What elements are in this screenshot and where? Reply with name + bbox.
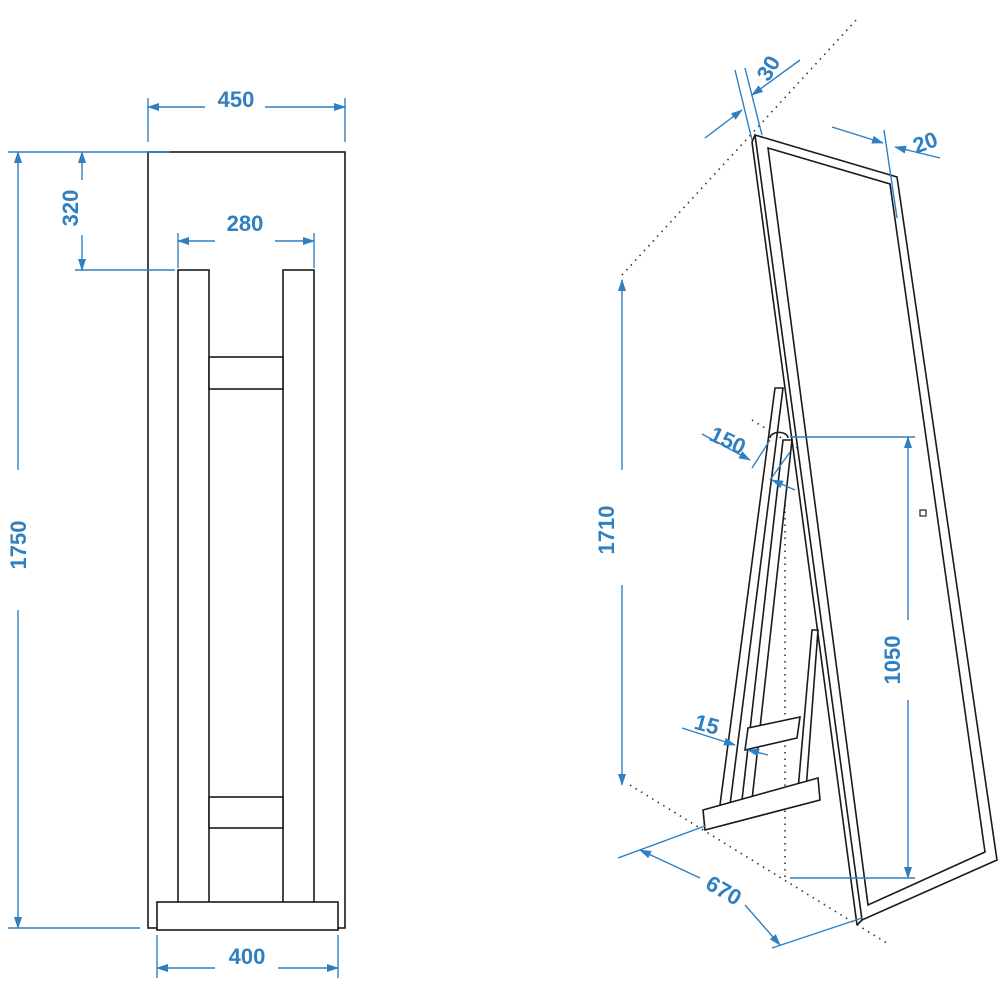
dim-280: 280 — [177, 211, 315, 268]
dim-1050: 1050 — [790, 436, 915, 879]
hinge — [769, 431, 789, 439]
dim-label-leg-thickness: 15 — [692, 709, 722, 739]
stand-lower-crossbar — [208, 796, 284, 829]
dim-label-stand-width: 280 — [227, 211, 264, 236]
dim-400: 400 — [156, 935, 339, 978]
dim-label-vertical-height: 1710 — [594, 506, 619, 555]
dim-320: 320 — [58, 151, 175, 271]
dim-label-footprint: 670 — [702, 870, 746, 910]
mirror-frame — [754, 133, 998, 922]
dim-670: 670 — [617, 825, 863, 949]
stand-left-leg — [177, 269, 210, 906]
dim-30: 30 — [704, 51, 801, 141]
dim-450: 450 — [147, 87, 346, 142]
dim-label-stand-height: 1050 — [880, 636, 905, 685]
stand-right-leg — [282, 269, 315, 906]
dim-label-hinge-offset: 150 — [706, 421, 750, 459]
stand-upper-crossbar — [208, 356, 284, 390]
dim-1750: 1750 — [6, 151, 170, 929]
easel-base — [702, 776, 821, 832]
front-view: 450 1750 320 280 400 — [6, 87, 346, 978]
mirror-glass — [767, 146, 986, 907]
stand-base — [156, 901, 339, 931]
touch-sensor-icon — [919, 509, 927, 517]
dim-label-base-width: 400 — [229, 944, 266, 969]
easel-crossbar — [744, 715, 801, 752]
easel-leg-rear — [797, 629, 819, 791]
perspective-view: 30 20 150 1710 1050 — [594, 17, 998, 949]
dim-label-frame-border: 20 — [909, 127, 941, 159]
dim-label-width: 450 — [218, 87, 255, 112]
dim-1710: 1710 — [594, 279, 626, 786]
dim-label-frame-depth: 30 — [751, 51, 785, 85]
dim-label-height: 1750 — [6, 521, 31, 570]
dim-label-stand-offset: 320 — [58, 190, 83, 227]
